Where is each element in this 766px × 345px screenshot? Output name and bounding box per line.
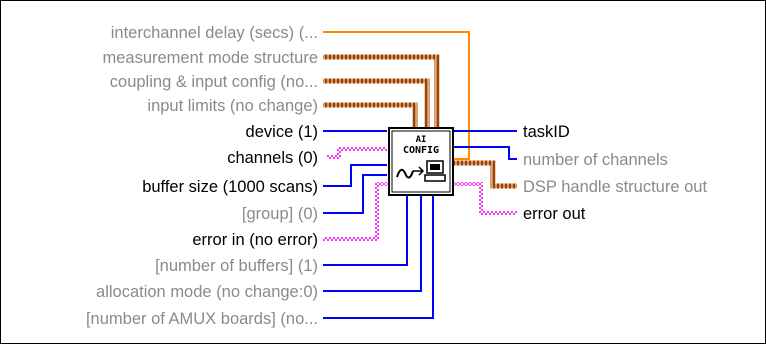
input-label-interchannel-delay: interchannel delay (secs) (... <box>111 24 318 42</box>
input-label-device: device (1) <box>246 123 318 141</box>
input-label-buffer-size: buffer size (1000 scans) <box>142 178 318 196</box>
wire-error-out <box>453 182 517 215</box>
input-label-number-of-buffers: [number of buffers] (1) <box>155 257 318 275</box>
wire-group <box>323 174 387 214</box>
input-label-group: [group] (0) <box>242 205 318 223</box>
wire-channels <box>327 147 387 159</box>
input-label-error-in: error in (no error) <box>192 231 318 249</box>
wire-allocation-mode <box>323 195 422 292</box>
arrow-right-icon <box>413 166 425 176</box>
wire-number-of-channels <box>453 146 517 160</box>
wire-coupling-input-config <box>323 78 430 128</box>
output-label-dsp-handle-out: DSP handle structure out <box>523 178 707 196</box>
wire-buffer-size <box>323 164 387 187</box>
input-label-coupling-input-config: coupling & input config (no... <box>110 73 318 91</box>
icon-label-line2: CONFIG <box>403 145 439 156</box>
wire-number-of-amux-boards <box>323 195 434 319</box>
wire-dsp-handle-out <box>453 160 517 189</box>
input-label-channels: channels (0) <box>227 149 318 167</box>
input-label-number-of-amux-boards: [number of AMUX boards] (no... <box>86 310 318 328</box>
computer-icon <box>424 160 446 182</box>
input-label-measurement-mode: measurement mode structure <box>102 49 318 67</box>
input-label-input-limits: input limits (no change) <box>147 97 318 115</box>
output-label-task-id: taskID <box>523 123 570 141</box>
wire-measurement-mode <box>323 54 440 128</box>
wire-error-in <box>323 182 393 241</box>
ai-config-vi-icon[interactable]: AI CONFIG <box>388 127 454 196</box>
wire-interchannel-delay <box>323 31 470 160</box>
icon-label-line1: AI <box>416 135 427 145</box>
output-label-error-out: error out <box>523 205 586 223</box>
wire-input-limits <box>323 102 418 128</box>
input-label-allocation-mode: allocation mode (no change:0) <box>96 283 318 301</box>
waveform-icon <box>396 168 414 179</box>
wire-number-of-buffers <box>323 195 408 266</box>
output-label-number-of-channels: number of channels <box>523 151 668 169</box>
